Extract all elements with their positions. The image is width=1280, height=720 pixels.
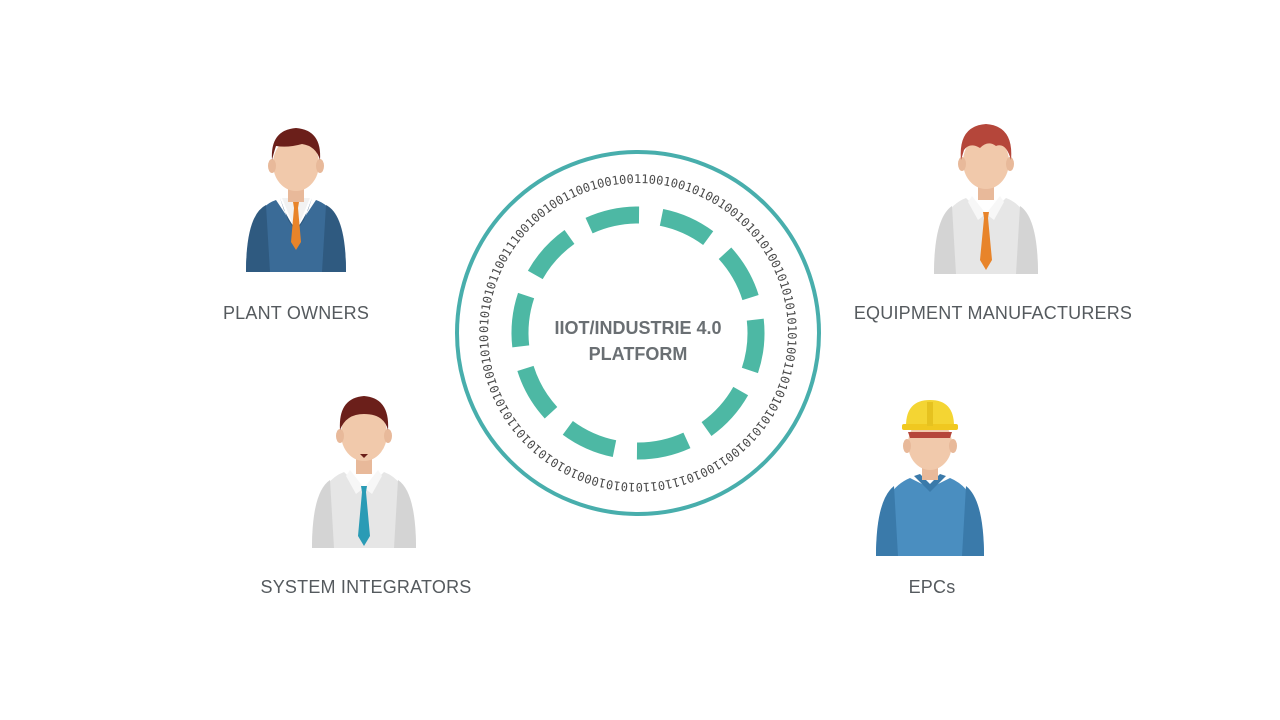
hub-title: IIOT/INDUSTRIE 4.0 PLATFORM bbox=[518, 315, 758, 367]
epcs-label: EPCs bbox=[908, 577, 956, 597]
ring-segment bbox=[741, 318, 765, 374]
ring-segment bbox=[511, 292, 535, 348]
ring-segment bbox=[659, 209, 714, 246]
ring-segment bbox=[527, 230, 575, 280]
redhead-man-orange-tie-icon bbox=[926, 118, 1046, 278]
outer-ring bbox=[455, 150, 821, 516]
plant-owners-label: PLANT OWNERS bbox=[222, 303, 370, 323]
hard-hat-worker-icon bbox=[870, 396, 990, 556]
ring-segment bbox=[562, 420, 617, 457]
businessman-suit-icon bbox=[236, 120, 356, 280]
platform-hub-ring: 0101010110011100100100110010010011001001… bbox=[450, 145, 821, 516]
system-integrators-label: SYSTEM INTEGRATORS bbox=[260, 577, 472, 597]
man-blue-tie-icon bbox=[304, 392, 424, 552]
ring-segment bbox=[585, 206, 640, 234]
hub-title-line1: IIOT/INDUSTRIE 4.0 bbox=[554, 318, 722, 338]
dashed-segment-ring bbox=[511, 206, 765, 460]
equipment-manufacturers-label: EQUIPMENT MANUFACTURERS bbox=[853, 303, 1133, 323]
hub-title-line2: PLATFORM bbox=[588, 344, 688, 364]
ring-segment bbox=[718, 247, 759, 301]
ring-segment bbox=[517, 365, 558, 419]
ring-segment bbox=[701, 386, 749, 436]
ring-segment bbox=[636, 432, 691, 460]
